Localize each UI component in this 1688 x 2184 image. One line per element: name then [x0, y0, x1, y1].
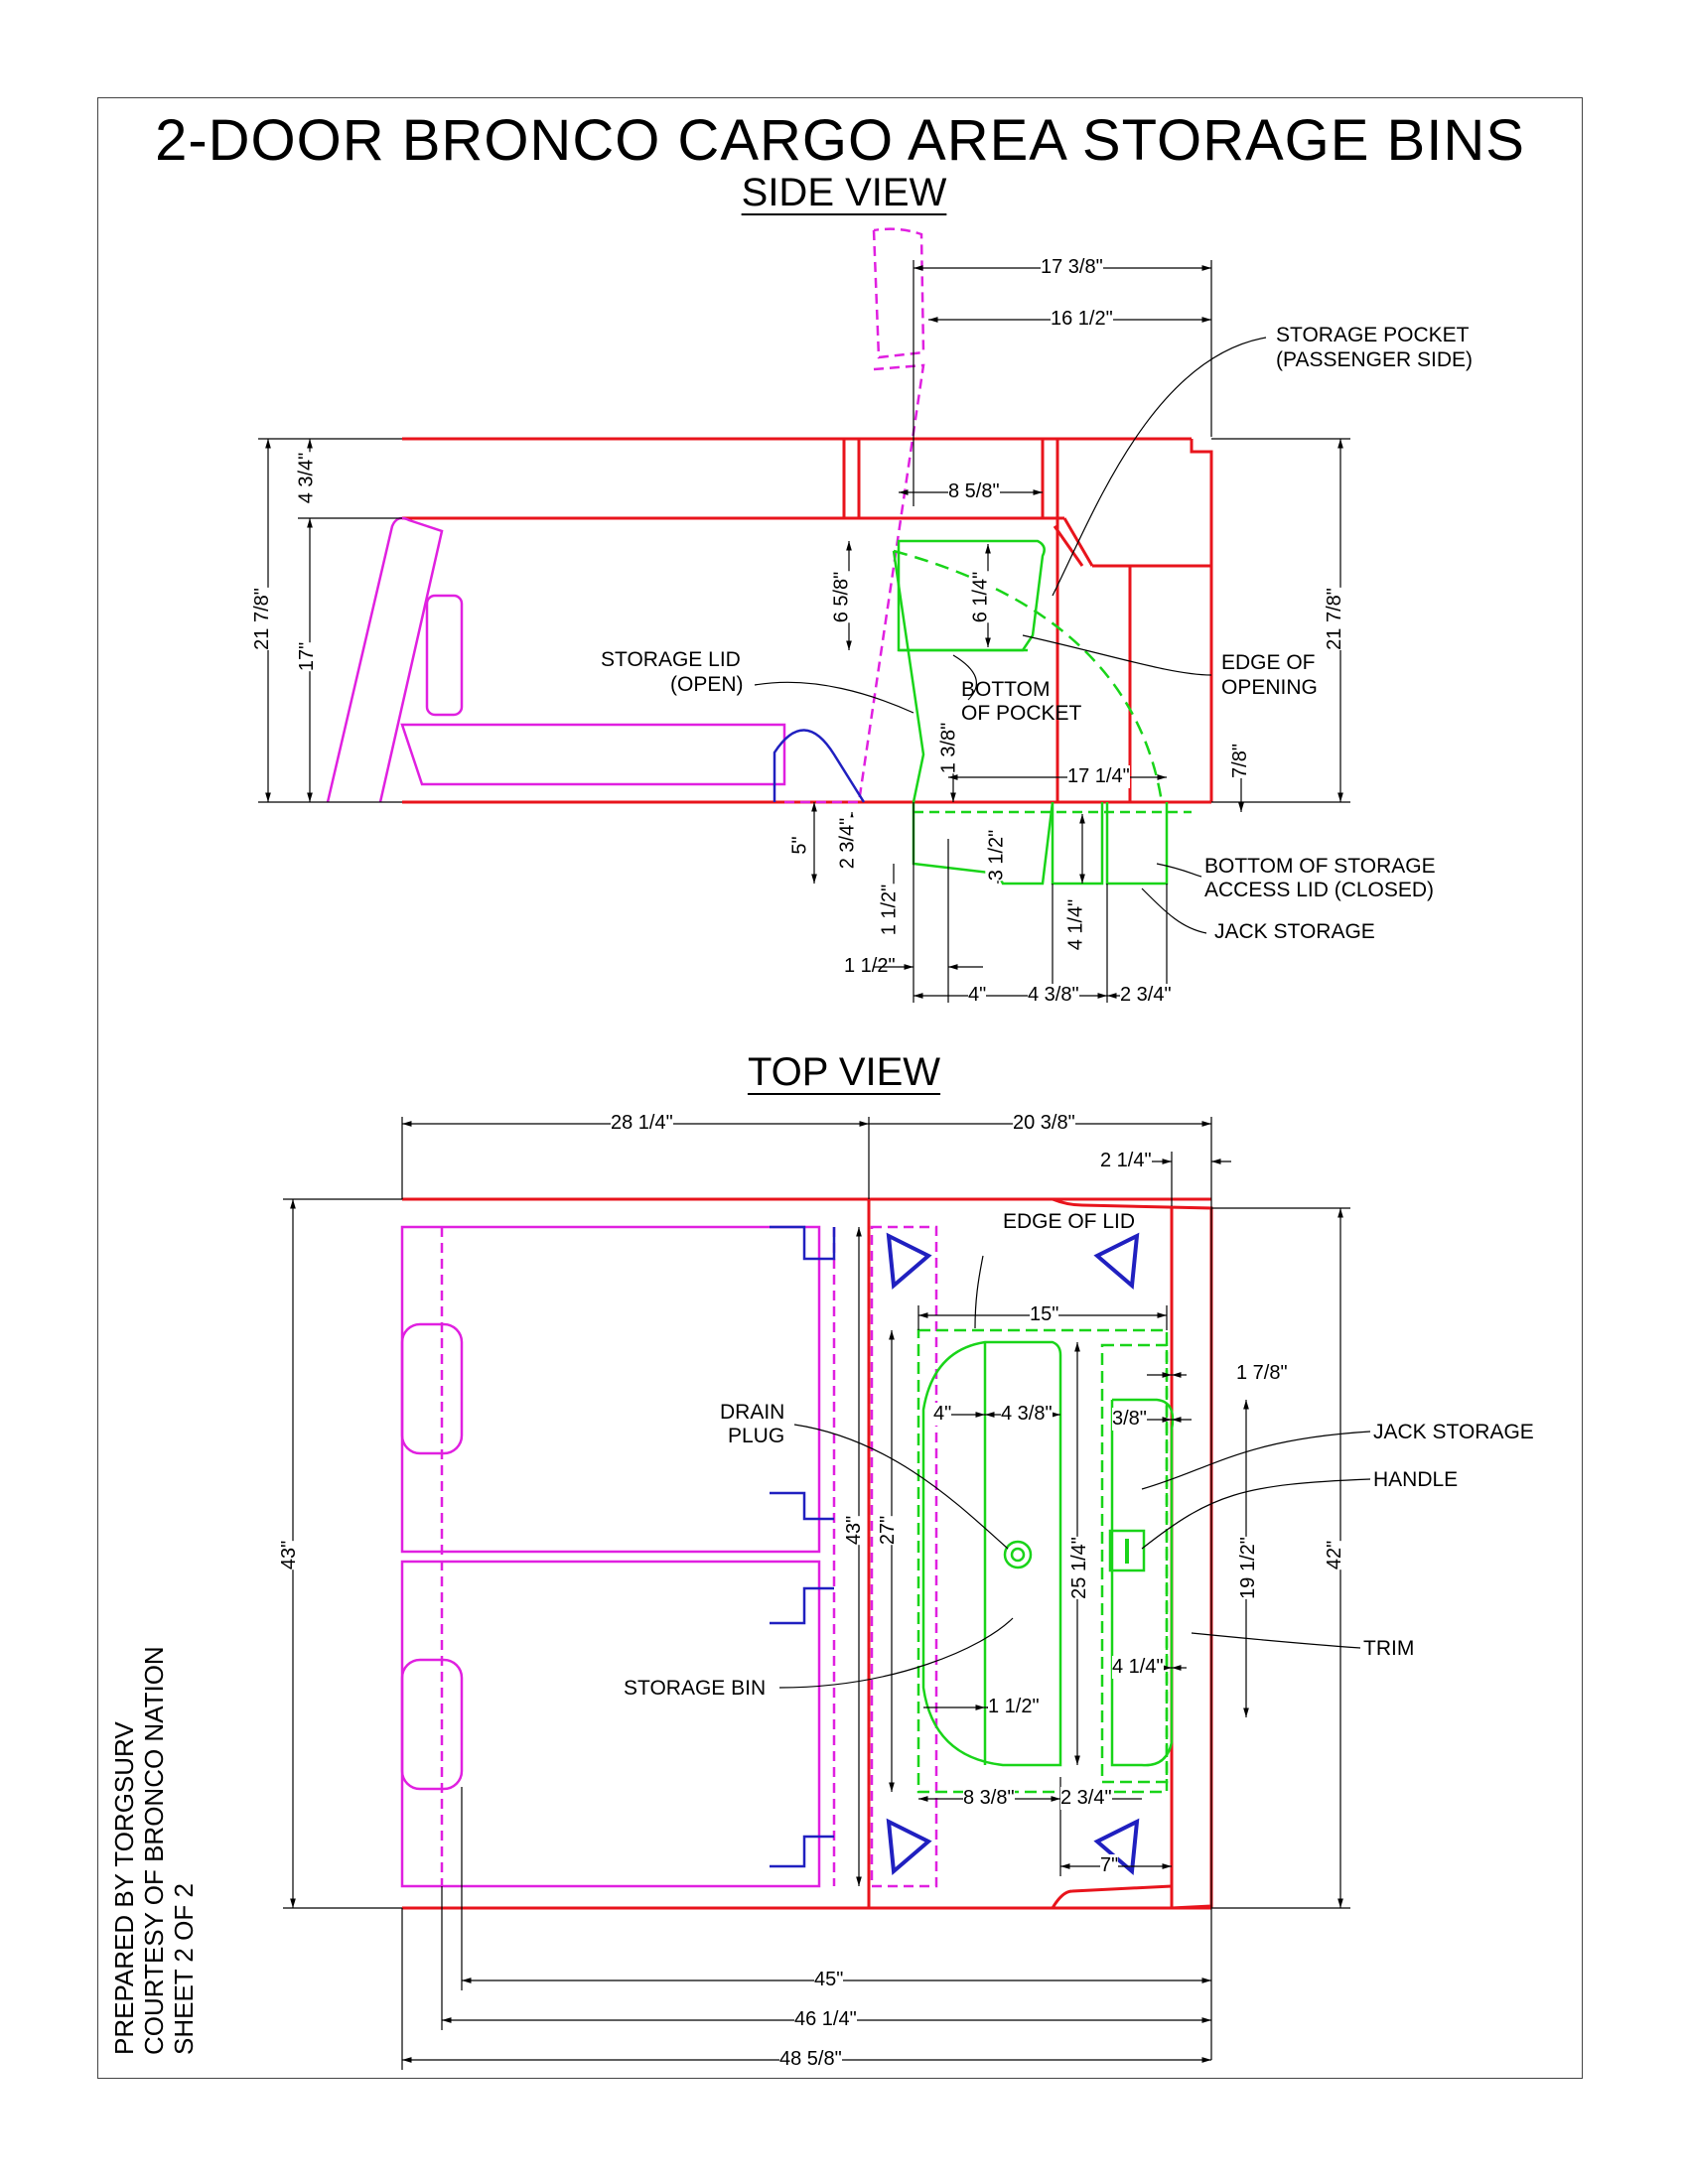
dim-2-3-4: 2 3/4" [836, 817, 860, 870]
edge-of-opening-label: EDGE OF [1221, 651, 1316, 674]
top-view-dimensions [283, 1117, 1371, 2070]
dim-8-3-8: 8 3/8" [963, 1787, 1015, 1810]
dim-4-1-4: 4 1/4" [1064, 898, 1088, 951]
top-view-bin [916, 1328, 1175, 1794]
dim-4-3-4: 4 3/4" [295, 452, 319, 504]
credit-sheet-number: SHEET 2 OF 2 [169, 1883, 199, 2055]
dim-7: 7" [1100, 1854, 1119, 1877]
bottom-of-pocket-label: BOTTOM [961, 678, 1051, 701]
dim-3-1-2: 3 1/2" [985, 829, 1009, 882]
bottom-of-pocket-sub-label: OF POCKET [961, 702, 1082, 725]
storage-pocket-label: STORAGE POCKET [1276, 324, 1470, 346]
credit-prepared-by: PREPARED BY TORGSURV [109, 1721, 139, 2055]
dim-28-1-4: 28 1/4" [611, 1112, 673, 1135]
dim-1-1-2-top: 1 1/2" [988, 1696, 1040, 1718]
dim-20-3-8: 20 3/8" [1013, 1112, 1075, 1135]
dim-45: 45" [814, 1969, 844, 1991]
dim-17-1-4: 17 1/4" [1067, 765, 1130, 788]
dim-46-1-4: 46 1/4" [794, 2008, 857, 2031]
dim-1-3-8: 1 3/8" [937, 722, 961, 774]
dim-4: 4" [968, 984, 987, 1007]
edge-of-lid-label: EDGE OF LID [1003, 1210, 1136, 1233]
access-lid-label: ACCESS LID (CLOSED) [1204, 879, 1435, 901]
trim-label: TRIM [1363, 1637, 1415, 1660]
handle-label: HANDLE [1373, 1468, 1459, 1491]
dim-16-1-2: 16 1/2" [1051, 308, 1113, 331]
credit-courtesy: COURTESY OF BRONCO NATION [139, 1646, 169, 2055]
storage-bin-label: STORAGE BIN [624, 1677, 767, 1700]
dim-7-8: 7/8" [1228, 744, 1252, 778]
top-view-tie-downs [886, 1232, 1140, 1876]
dim-21-7-8-left: 21 7/8" [250, 588, 274, 650]
dim-42: 42" [1324, 1540, 1347, 1570]
dim-2-1-4: 2 1/4" [1100, 1150, 1152, 1172]
top-view-body [402, 1197, 1213, 1910]
dim-6-5-8: 6 5/8" [830, 571, 854, 623]
edge-of-opening-sub-label: OPENING [1221, 676, 1318, 699]
dim-3-8: 3/8" [1112, 1408, 1147, 1431]
dim-4-3-8-top: 4 3/8" [1001, 1403, 1053, 1426]
top-view-hinges [770, 1225, 836, 1868]
top-view-heading: TOP VIEW [747, 1050, 941, 1094]
jack-storage-top-label: JACK STORAGE [1373, 1421, 1534, 1443]
dim-19-1-2: 19 1/2" [1236, 1537, 1260, 1599]
dim-25-1-4: 25 1/4" [1067, 1537, 1091, 1599]
dim-6-1-4: 6 1/4" [969, 571, 993, 623]
dim-48-5-8: 48 5/8" [779, 2048, 842, 2071]
sheet-border [97, 97, 1583, 2079]
side-view-bin [892, 539, 1192, 886]
side-view-blue-hinge [773, 729, 866, 803]
bottom-of-storage-label: BOTTOM OF STORAGE [1204, 855, 1436, 878]
storage-pocket-sub-label: (PASSENGER SIDE) [1276, 348, 1473, 371]
top-view-seats [400, 1225, 938, 1888]
dim-4-3-8: 4 3/8" [1028, 984, 1079, 1007]
drawing-title: 2-DOOR BRONCO CARGO AREA STORAGE BINS [155, 108, 1525, 173]
dim-8-5-8: 8 5/8" [948, 480, 1000, 503]
dim-5: 5" [788, 836, 812, 855]
dim-17: 17" [296, 641, 320, 672]
jack-storage-side-label: JACK STORAGE [1214, 920, 1375, 943]
storage-lid-label: STORAGE LID [601, 648, 741, 671]
dim-17-3-8: 17 3/8" [1041, 256, 1103, 279]
drain-plug-label: DRAIN [720, 1401, 785, 1424]
dim-27: 27" [877, 1515, 901, 1546]
side-view-body [402, 437, 1213, 804]
dim-1-1-2-horizontal: 1 1/2" [844, 955, 896, 977]
dim-2-3-4-top: 2 3/4" [1060, 1787, 1112, 1810]
dim-43-inner: 43" [843, 1515, 867, 1546]
side-view-heading: SIDE VIEW [741, 171, 947, 214]
credits-block: PREPARED BY TORGSURV COURTESY OF BRONCO … [109, 1646, 199, 2055]
dim-21-7-8-right: 21 7/8" [1323, 588, 1346, 650]
dim-4-top: 4" [933, 1403, 952, 1426]
dim-4-1-4-top: 4 1/4" [1112, 1656, 1164, 1679]
side-view-dimensions [258, 260, 1350, 1003]
dim-43-left: 43" [278, 1540, 302, 1570]
dim-2-3-4-bottom: 2 3/4" [1120, 984, 1172, 1007]
dim-1-1-2-vertical: 1 1/2" [878, 884, 902, 936]
storage-lid-sub-label: (OPEN) [670, 673, 744, 696]
drain-plug-sub-label: PLUG [728, 1425, 785, 1447]
side-view-seat [326, 227, 925, 804]
dim-15: 15" [1030, 1303, 1059, 1326]
dim-1-7-8: 1 7/8" [1236, 1362, 1288, 1384]
